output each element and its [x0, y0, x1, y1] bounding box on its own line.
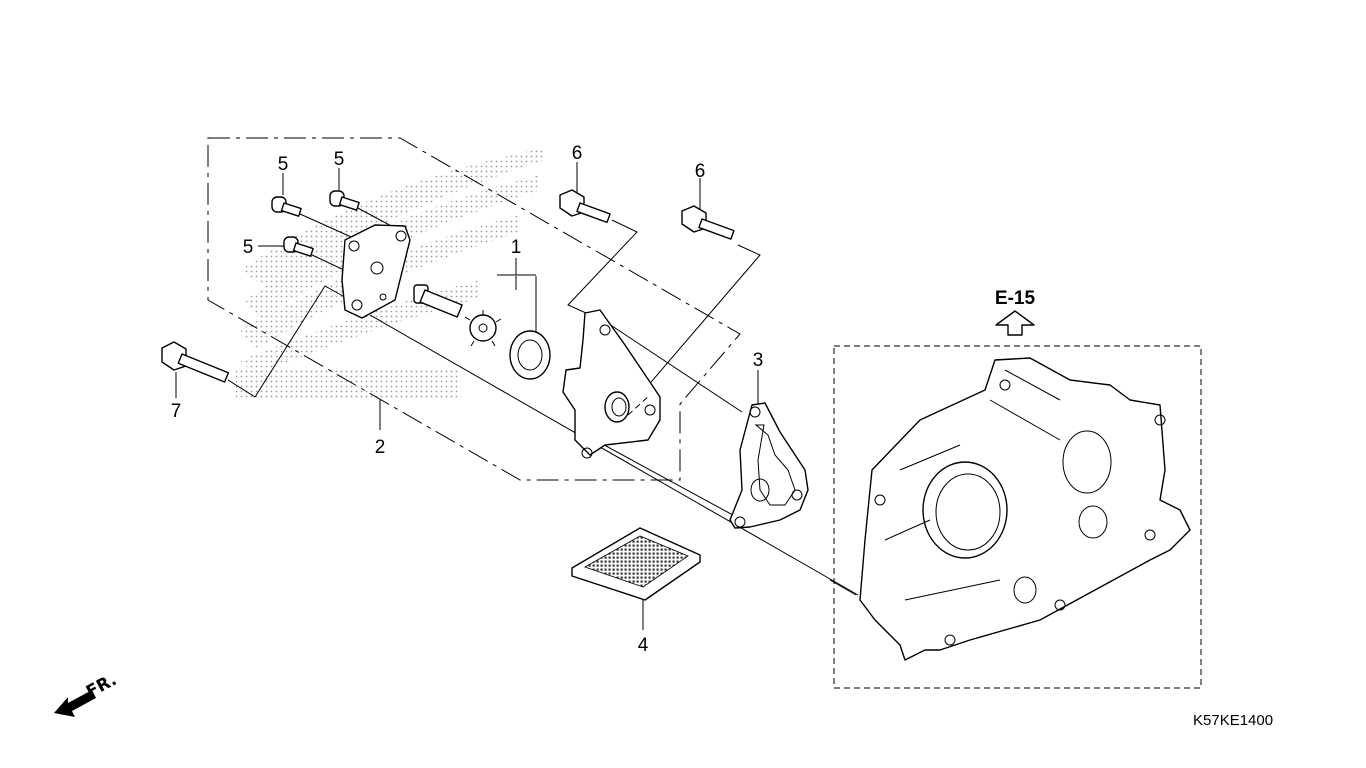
callout-3: 3 [753, 350, 764, 371]
flange-bolt-6b [681, 205, 735, 240]
inner-rotor [464, 310, 502, 347]
callout-6b: 6 [695, 161, 706, 182]
up-arrow-outline-icon [995, 310, 1035, 336]
callout-4: 4 [638, 635, 649, 656]
callout-5a: 5 [278, 154, 289, 175]
pump-cover-plate [341, 224, 411, 319]
flange-bolt-6a [559, 189, 611, 224]
reference-label: E-15 [995, 288, 1036, 309]
strainer-screen-4 [571, 527, 701, 601]
outer-rotor [509, 330, 551, 380]
crankcase-half [829, 357, 1191, 661]
pump-shaft [413, 284, 463, 318]
screw-5c [283, 236, 314, 257]
long-flange-bolt-7 [161, 341, 230, 383]
front-direction-arrow-icon [54, 690, 96, 717]
gasket-3 [729, 402, 809, 529]
assembly-boundary-2 [207, 137, 741, 481]
callout-5b: 5 [334, 149, 345, 170]
callout-2: 2 [375, 437, 386, 458]
screw-5a [271, 196, 302, 217]
callout-7: 7 [171, 401, 182, 422]
screw-5b [329, 190, 360, 211]
figure-code: K57KE1400 [1193, 712, 1273, 729]
crankcase-reference-box [833, 345, 1202, 689]
callout-5c: 5 [243, 237, 254, 258]
reference-link-e15[interactable]: E-15 [995, 288, 1036, 336]
pump-body [562, 309, 661, 459]
leader-lines [175, 162, 859, 630]
callout-6a: 6 [572, 143, 583, 164]
front-direction-indicator: FR. [54, 670, 120, 717]
callout-1: 1 [511, 237, 522, 258]
